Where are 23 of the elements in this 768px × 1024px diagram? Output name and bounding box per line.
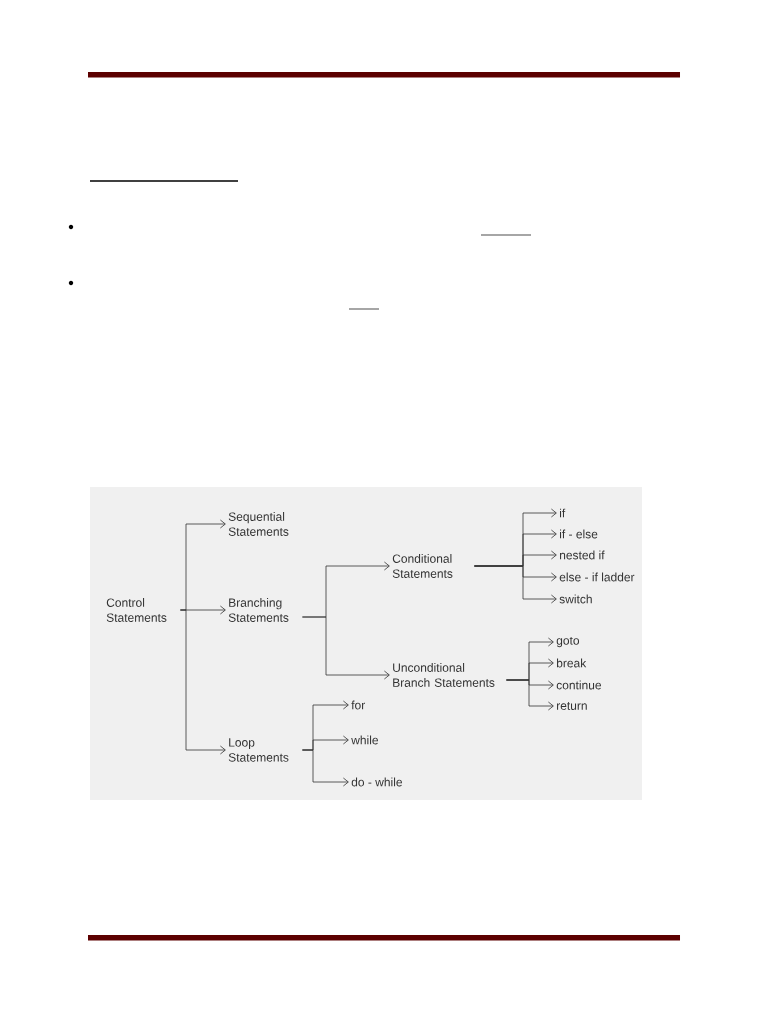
statement-label: continue — [556, 680, 602, 690]
statement-label: while — [351, 735, 378, 745]
statement-label: goto — [556, 636, 580, 648]
arrow — [474, 565, 557, 604]
statement-label: for — [351, 700, 365, 710]
statement-label: else - if ladder — [559, 572, 635, 582]
statement-label: do - while — [351, 777, 402, 787]
statement-label: Unconditional Branch Statements — [393, 663, 495, 687]
statement-label: if - else — [560, 529, 598, 539]
statement-label: Control Statements — [106, 598, 167, 622]
arrow — [180, 609, 226, 755]
arrow — [302, 749, 349, 787]
statement-label: Conditional Statements — [392, 554, 453, 578]
arrow — [506, 679, 554, 711]
arrow — [302, 616, 390, 680]
statement-label: nested if — [560, 550, 605, 560]
statement-label: break — [557, 658, 587, 668]
statement-label: return — [557, 702, 587, 710]
statement-label: Sequential Statements — [228, 512, 289, 536]
statement-label: Loop Statements — [228, 738, 289, 762]
statement-label: if — [560, 508, 566, 518]
statement-label: Branching Statements — [228, 598, 289, 622]
statement-label: switch — [559, 594, 592, 604]
